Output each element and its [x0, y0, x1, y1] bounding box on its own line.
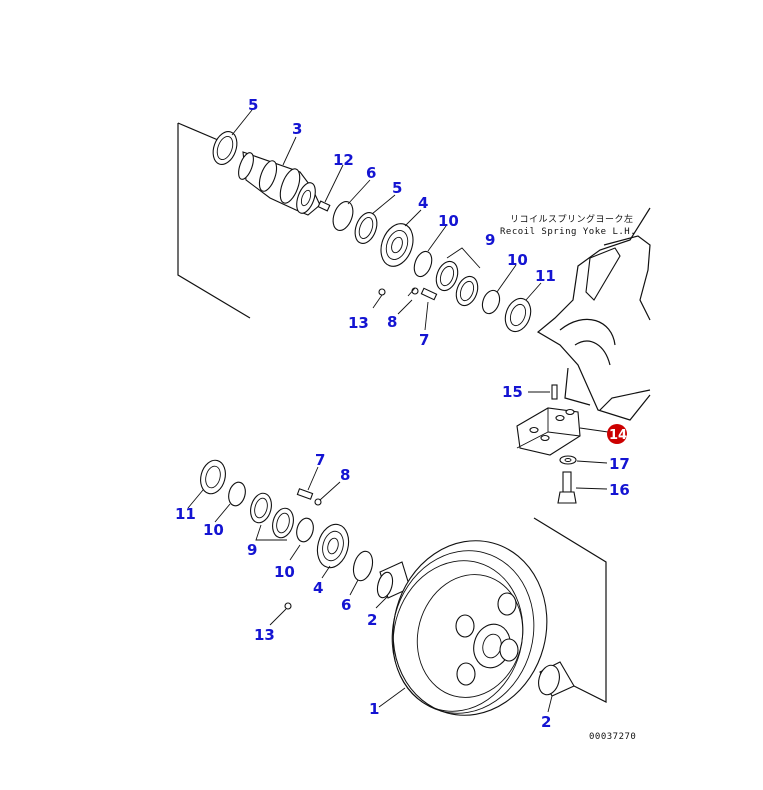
callout-12: 12 — [333, 151, 354, 169]
part-6-ring — [332, 201, 354, 231]
callout-15: 15 — [502, 383, 523, 401]
leader-lines-top — [231, 109, 542, 331]
callout-16: 16 — [609, 481, 630, 499]
callout-14: 14 — [609, 428, 627, 443]
callout-13: 13 — [254, 626, 275, 644]
annotation-japanese: リコイルスプリングヨーク左 — [510, 213, 634, 225]
part-7-8-fasteners-bottom — [296, 466, 341, 506]
callouts-yoke: 15 14 17 16 — [502, 383, 630, 499]
callout-9: 9 — [485, 231, 495, 249]
callout-8: 8 — [387, 313, 397, 331]
part-10-oring-2 — [481, 289, 501, 315]
callout-14-marker — [607, 424, 627, 444]
callout-3: 3 — [292, 120, 302, 138]
part-15-pin — [551, 384, 558, 400]
callout-6: 6 — [366, 164, 376, 182]
part-1-idler-wheel — [378, 540, 548, 716]
part-5-collar — [354, 212, 378, 244]
part-10-oring — [413, 250, 433, 278]
part-10-oring-bottom-2 — [296, 517, 314, 543]
part-9-seals — [435, 247, 481, 307]
part-14-block — [516, 407, 609, 456]
part-11-cover — [504, 297, 532, 333]
part-13-8-7-fasteners-top — [372, 287, 438, 309]
part-2-bushing-bottom — [538, 661, 575, 713]
part-10-oring-bottom — [228, 481, 246, 507]
callout-6: 6 — [341, 596, 351, 614]
part-6-ring-bottom — [352, 550, 374, 582]
drawing-number: 00037270 — [589, 732, 636, 742]
part-9-seals-bottom — [250, 492, 294, 541]
callout-5: 5 — [248, 96, 258, 114]
callout-10: 10 — [274, 563, 295, 581]
part-12-plug — [317, 200, 331, 212]
callout-4: 4 — [313, 579, 323, 597]
callout-11: 11 — [175, 505, 196, 523]
callout-13: 13 — [348, 314, 369, 332]
callout-7: 7 — [419, 331, 429, 349]
callout-17: 17 — [609, 455, 630, 473]
callout-2: 2 — [367, 611, 377, 629]
callout-8: 8 — [340, 466, 350, 484]
part-3-shaft — [238, 151, 321, 216]
callout-4: 4 — [418, 194, 428, 212]
part-2-bushing — [375, 561, 411, 609]
callout-10: 10 — [507, 251, 528, 269]
callout-10: 10 — [438, 212, 459, 230]
callout-5: 5 — [392, 179, 402, 197]
callouts-bottom: 7 8 11 10 9 10 4 6 2 13 1 2 — [175, 451, 551, 731]
callouts-top: 5 3 12 6 5 4 10 9 10 11 13 8 7 — [248, 96, 556, 349]
part-13-plug-bottom — [269, 602, 292, 626]
callout-9: 9 — [247, 541, 257, 559]
part-5-washer — [212, 131, 238, 165]
part-16-bolt — [557, 471, 608, 504]
part-4-hub-bottom — [316, 523, 350, 579]
callout-11: 11 — [535, 267, 556, 285]
callout-1: 1 — [369, 700, 379, 718]
annotation-english: Recoil Spring Yoke L.H. — [500, 227, 636, 237]
part-11-cover-bottom — [187, 459, 226, 509]
part-17-washer — [559, 455, 608, 465]
part-4-hub — [380, 223, 414, 267]
callout-2: 2 — [541, 713, 551, 731]
callout-7: 7 — [315, 451, 325, 469]
callout-10: 10 — [203, 521, 224, 539]
recoil-spring-yoke — [536, 207, 651, 421]
